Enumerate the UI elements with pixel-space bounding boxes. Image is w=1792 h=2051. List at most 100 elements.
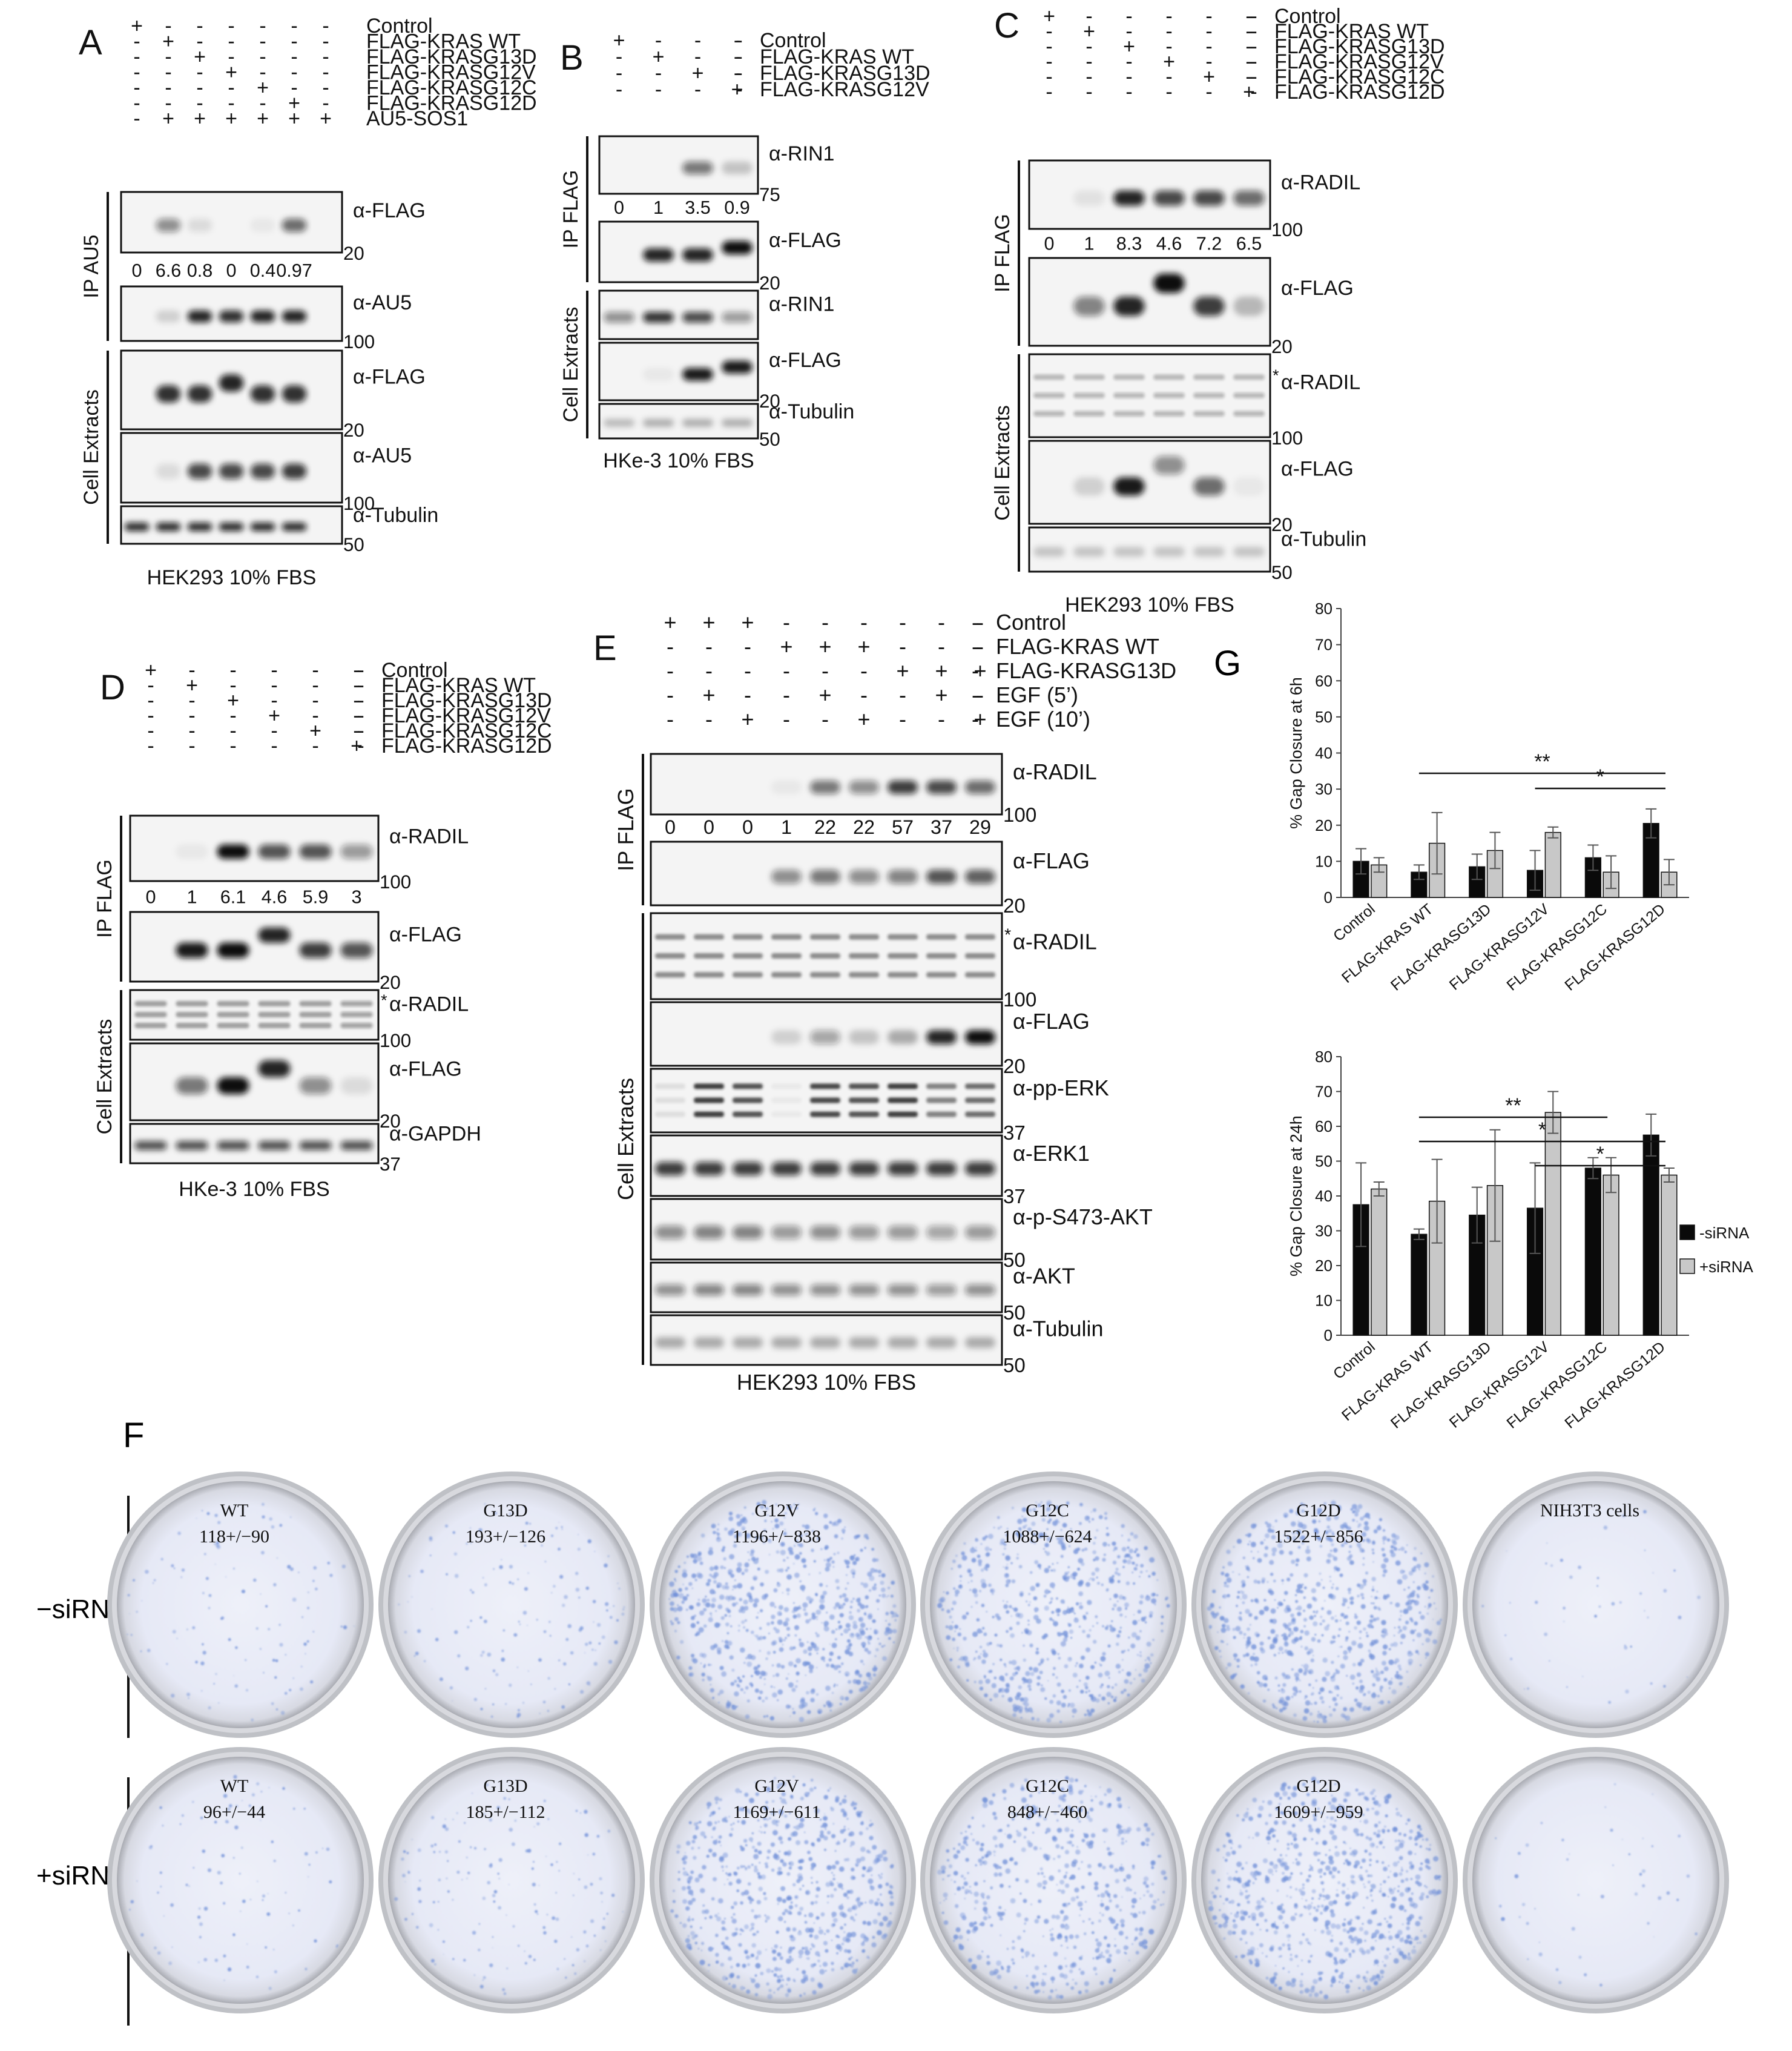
colony — [831, 1940, 833, 1941]
colony — [1024, 1778, 1028, 1782]
colony — [1107, 1702, 1110, 1705]
condition-label: FLAG-KRASG13D — [366, 45, 537, 68]
colony — [1274, 1820, 1279, 1825]
colony — [868, 1589, 872, 1592]
colony — [880, 1859, 882, 1861]
colony — [1652, 1572, 1654, 1574]
colony — [1298, 1668, 1303, 1673]
colony — [1033, 1596, 1038, 1600]
colony — [1050, 1933, 1053, 1937]
mw-marker: 100 — [343, 493, 375, 514]
colony — [490, 1715, 493, 1718]
significance-label: ** — [1505, 1094, 1521, 1117]
colony — [980, 1568, 984, 1572]
colony — [1095, 1556, 1099, 1561]
colony — [1133, 1582, 1136, 1585]
colony — [1031, 1805, 1036, 1810]
colony — [722, 1870, 724, 1872]
colony — [1006, 1947, 1009, 1950]
colony — [1323, 1502, 1327, 1505]
colony — [1096, 1941, 1102, 1947]
colony — [721, 1941, 725, 1946]
colony — [773, 1973, 777, 1977]
colony — [804, 1914, 807, 1917]
colony — [1158, 1855, 1160, 1858]
colony — [1250, 1656, 1255, 1661]
colony — [1414, 1621, 1418, 1626]
colony — [809, 1618, 812, 1621]
colony — [894, 1619, 897, 1622]
colony — [874, 1629, 877, 1632]
colony — [438, 1851, 441, 1853]
colony — [713, 1591, 716, 1594]
colony — [576, 1947, 580, 1952]
colony — [1118, 1594, 1124, 1600]
lane-sign: - — [972, 610, 979, 635]
colony — [1372, 1551, 1375, 1554]
quantification-value: 6.6 — [156, 260, 182, 281]
colony — [755, 1792, 759, 1797]
colony — [1113, 1894, 1118, 1898]
colony — [1394, 1846, 1400, 1851]
colony — [725, 1585, 730, 1590]
colony — [1061, 1702, 1066, 1708]
colony — [763, 1715, 766, 1718]
colony — [1148, 1929, 1155, 1935]
blot-band — [1153, 411, 1185, 417]
colony — [985, 1552, 990, 1557]
blot-band — [176, 942, 208, 958]
colony — [1369, 1619, 1374, 1623]
blot-band — [1193, 392, 1225, 398]
colony — [829, 1614, 835, 1620]
colony — [284, 1691, 288, 1695]
colony — [1112, 1574, 1115, 1577]
colony — [993, 1676, 997, 1680]
colony — [852, 1904, 858, 1911]
colony — [1056, 1936, 1059, 1939]
blot-band — [849, 1097, 879, 1103]
colony — [771, 1949, 777, 1954]
colony — [1394, 1627, 1396, 1629]
colony — [754, 1634, 756, 1636]
colony — [1360, 1604, 1366, 1610]
colony — [947, 1875, 949, 1877]
colony — [1219, 1616, 1225, 1621]
lane-sign: - — [1046, 65, 1052, 88]
blot-band — [258, 1012, 291, 1017]
colony — [529, 1522, 532, 1525]
colony — [798, 1949, 804, 1955]
blot-band — [733, 1162, 763, 1175]
colony — [208, 1594, 212, 1597]
colony — [797, 1930, 802, 1936]
colony — [593, 1662, 598, 1666]
colony — [213, 1683, 215, 1685]
colony — [670, 1909, 674, 1913]
colony — [1254, 1662, 1258, 1666]
x-tick-label: FLAG-KRASG12C — [1504, 1338, 1611, 1432]
blot-band — [1073, 374, 1105, 380]
colony — [700, 1926, 702, 1929]
blot-band — [694, 1226, 724, 1239]
colony — [685, 1938, 690, 1943]
colony — [1033, 1542, 1036, 1544]
colony — [1149, 1557, 1155, 1563]
colony — [1226, 1627, 1231, 1631]
colony — [1282, 1583, 1283, 1585]
colony — [1267, 1688, 1270, 1691]
lane-sign: - — [259, 15, 266, 38]
colony — [1317, 1711, 1320, 1712]
colony — [811, 1548, 814, 1553]
colony — [1433, 1602, 1435, 1605]
blot-band — [849, 1111, 879, 1117]
colony — [306, 1640, 309, 1643]
colony — [799, 1533, 803, 1537]
colony — [860, 1901, 863, 1906]
colony — [1308, 1993, 1313, 1997]
colony — [267, 1893, 269, 1895]
blot-band — [187, 463, 212, 479]
colony — [140, 1650, 142, 1653]
colony — [1424, 1572, 1426, 1574]
colony — [815, 1916, 820, 1920]
colony — [764, 1519, 767, 1522]
lane-sign: - — [271, 689, 277, 712]
